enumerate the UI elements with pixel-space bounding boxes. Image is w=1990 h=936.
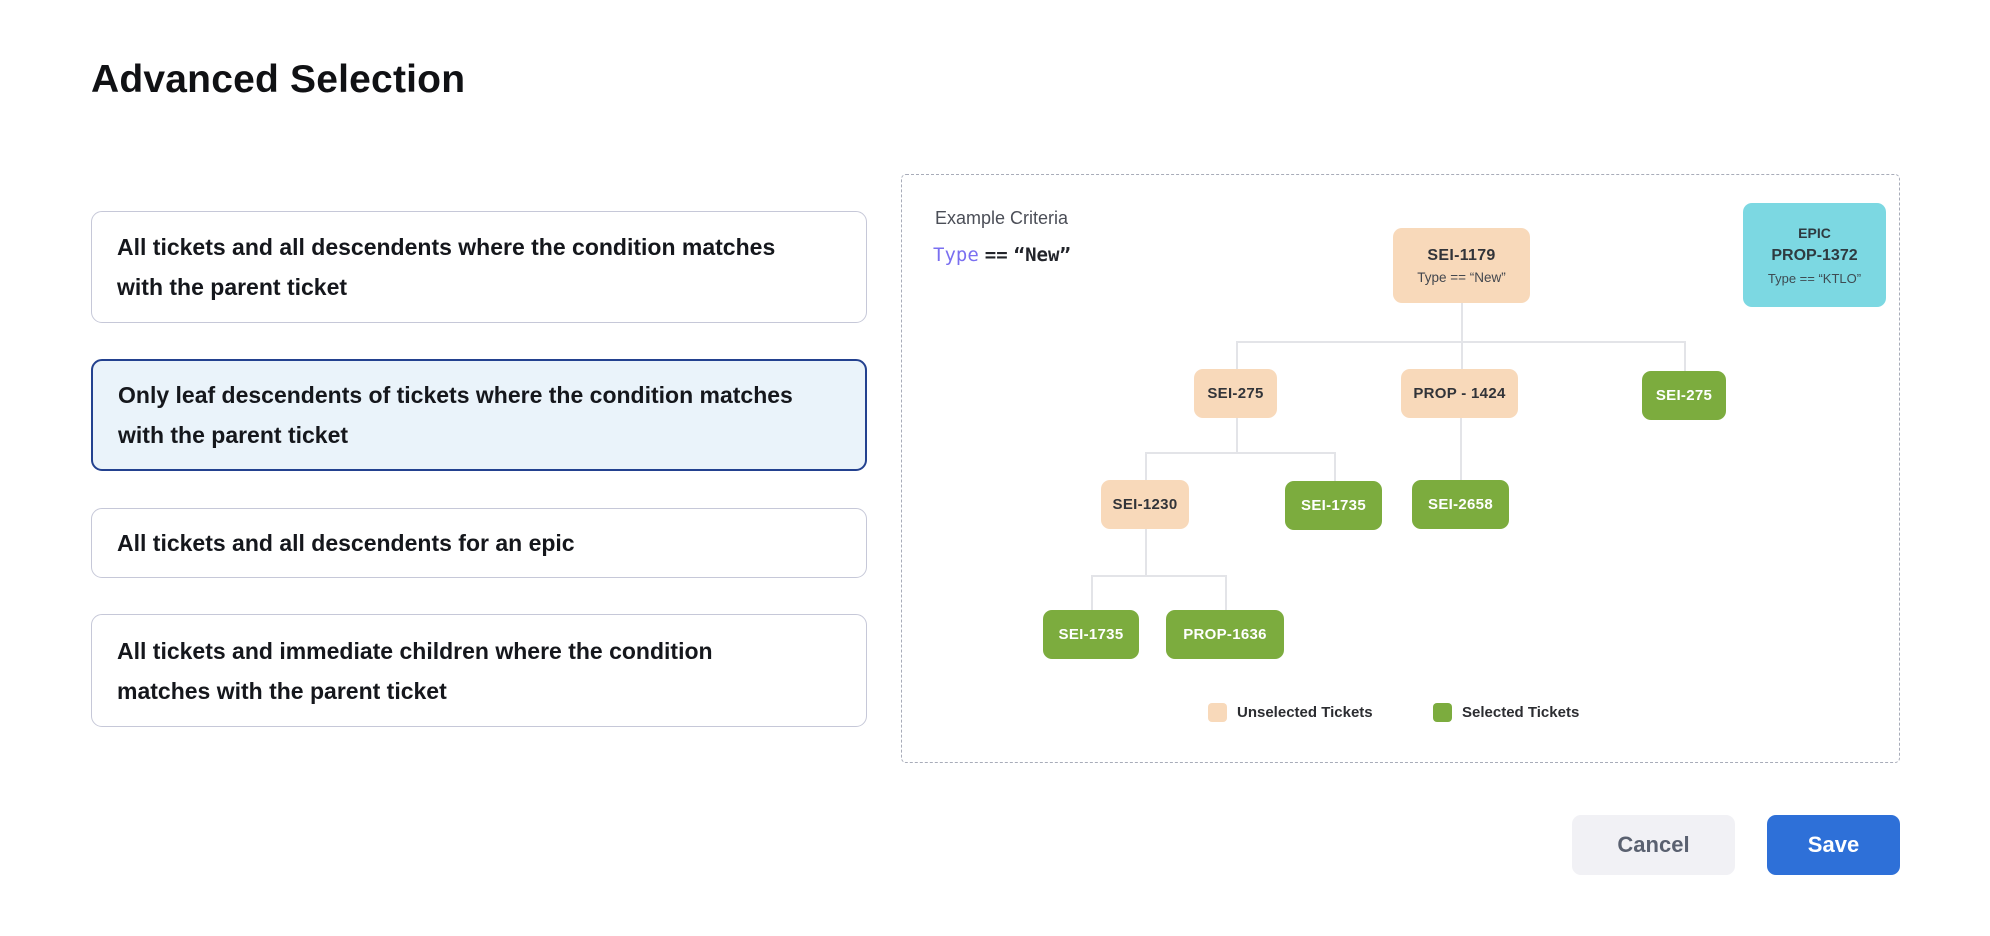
epic-criteria: Type == “KTLO” — [1767, 270, 1862, 286]
ticket-node-root: SEI-1179 Type == “New” — [1393, 228, 1530, 303]
connector-line — [1145, 452, 1147, 480]
legend-unselected-label: Unselected Tickets — [1237, 704, 1373, 721]
epic-id: PROP-1372 — [1771, 246, 1858, 264]
connector-line — [1461, 302, 1463, 341]
connector-line — [1684, 341, 1686, 371]
ticket-node: SEI-275 — [1642, 371, 1726, 420]
connector-line — [1236, 418, 1238, 452]
connector-line — [1236, 341, 1684, 343]
criteria-operator: == — [984, 244, 1008, 266]
ticket-node: PROP - 1424 — [1401, 369, 1518, 418]
option-immediate-children-condition[interactable]: All tickets and immediate children where… — [91, 614, 867, 727]
option-label: All tickets and immediate children where… — [117, 637, 713, 704]
criteria-value: “New” — [1013, 244, 1071, 266]
ticket-node: SEI-1230 — [1101, 480, 1189, 529]
connector-line — [1145, 452, 1334, 454]
ticket-id: SEI-1735 — [1058, 626, 1124, 643]
connector-line — [1091, 575, 1093, 610]
ticket-node: PROP-1636 — [1166, 610, 1284, 659]
ticket-criteria: Type == “New” — [1417, 269, 1506, 285]
ticket-id: SEI-1230 — [1112, 496, 1178, 513]
option-label: Only leaf descendents of tickets where t… — [118, 382, 793, 448]
connector-line — [1225, 575, 1227, 610]
epic-card: EPIC PROP-1372 Type == “KTLO” — [1743, 203, 1886, 307]
legend-selected-label: Selected Tickets — [1462, 704, 1580, 721]
connector-line — [1461, 341, 1463, 369]
connector-line — [1236, 341, 1238, 369]
epic-kind-label: EPIC — [1798, 224, 1831, 241]
ticket-id: SEI-275 — [1207, 385, 1264, 402]
ticket-id: SEI-2658 — [1428, 496, 1493, 513]
option-label: All tickets and all descendents where th… — [117, 234, 776, 300]
legend-unselected-swatch — [1208, 703, 1227, 722]
connector-line — [1145, 528, 1147, 575]
criteria-expression: Type==“New” — [933, 244, 1071, 266]
ticket-node: SEI-1735 — [1043, 610, 1139, 659]
option-label: All tickets and all descendents for an e… — [117, 530, 575, 556]
criteria-field: Type — [933, 244, 979, 266]
ticket-id: PROP - 1424 — [1413, 385, 1506, 402]
connector-line — [1460, 418, 1462, 480]
example-criteria-heading: Example Criteria — [935, 208, 1069, 228]
ticket-node: SEI-2658 — [1412, 480, 1509, 529]
cancel-button[interactable]: Cancel — [1572, 815, 1735, 875]
ticket-id: SEI-275 — [1655, 387, 1713, 404]
ticket-node: SEI-1735 — [1285, 481, 1382, 530]
legend-selected-swatch — [1433, 703, 1452, 722]
page-title: Advanced Selection — [91, 58, 466, 101]
connector-line — [1091, 575, 1225, 577]
ticket-id: PROP-1636 — [1183, 626, 1267, 643]
ticket-node: SEI-275 — [1194, 369, 1277, 418]
ticket-id: SEI-1179 — [1427, 246, 1496, 264]
option-leaf-descendents-condition[interactable]: Only leaf descendents of tickets where t… — [91, 359, 867, 471]
option-all-descendents-condition[interactable]: All tickets and all descendents where th… — [91, 211, 867, 323]
option-all-descendents-epic[interactable]: All tickets and all descendents for an e… — [91, 508, 867, 578]
connector-line — [1334, 452, 1336, 481]
save-button[interactable]: Save — [1767, 815, 1900, 875]
ticket-id: SEI-1735 — [1301, 497, 1366, 514]
